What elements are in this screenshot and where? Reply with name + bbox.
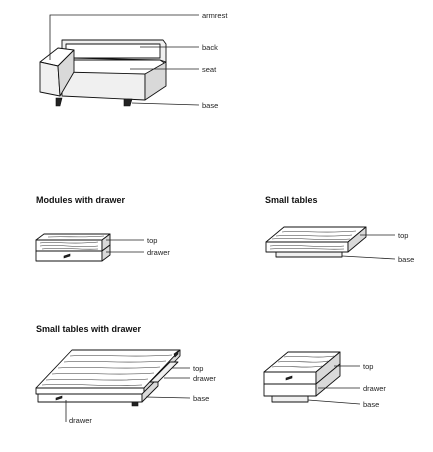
label-module-top: top xyxy=(147,236,157,245)
small-drawer-table-base xyxy=(271,395,309,403)
sofa-seat-side xyxy=(144,61,167,101)
large-table-drawer-right xyxy=(149,361,179,383)
label-large-drawer-right: drawer xyxy=(193,374,216,383)
sofa-armrest-front xyxy=(39,61,61,97)
small-drawer-table-wood-grain xyxy=(271,355,335,368)
large-table-wood-grain xyxy=(41,354,173,386)
label-armrest: armrest xyxy=(202,11,228,20)
heading-small-tables-with-drawer: Small tables with drawer xyxy=(36,324,142,334)
sofa-armrest-side xyxy=(57,49,75,97)
heading-modules-with-drawer: Modules with drawer xyxy=(36,195,126,205)
leader-base xyxy=(131,102,200,106)
label-base: base xyxy=(202,101,218,110)
large-table-drawer-bottom-handle xyxy=(55,395,63,401)
module-drawer-handle xyxy=(63,253,71,259)
label-large-drawer-bottom: drawer xyxy=(69,416,92,425)
small-table-drawing xyxy=(265,226,367,258)
sofa-back-front xyxy=(65,43,161,59)
label-seat: seat xyxy=(202,65,217,74)
label-small-table-top: top xyxy=(398,231,408,240)
sofa-base-leg-left xyxy=(55,97,63,107)
small-table-top-side xyxy=(347,226,367,253)
leader-small-table-base xyxy=(341,255,396,260)
small-table-base xyxy=(275,251,343,258)
label-back: back xyxy=(202,43,218,52)
heading-small-tables: Small tables xyxy=(265,195,318,205)
sofa-base-leg-right xyxy=(123,98,133,107)
label-small-table-base: base xyxy=(398,255,414,264)
module-drawer-side xyxy=(101,244,111,262)
large-table-leg xyxy=(131,401,139,407)
sofa-drawing xyxy=(39,39,167,107)
module-wood-grain xyxy=(39,235,105,250)
large-table-base-front xyxy=(37,393,143,403)
large-table-base-side xyxy=(141,377,159,403)
label-small-drawer-base: base xyxy=(363,400,379,409)
leader-large-base xyxy=(145,396,191,399)
leader-small-drawer-base xyxy=(307,399,361,405)
large-table-drawer-right-handle xyxy=(173,350,179,358)
small-table-wood-grain xyxy=(269,230,357,250)
sofa-seat-front xyxy=(61,71,146,101)
small-drawer-table-drawer-front xyxy=(263,383,317,397)
label-large-top: top xyxy=(193,364,203,373)
leader-armrest xyxy=(49,14,199,60)
label-large-base: base xyxy=(193,394,209,403)
large-table-with-drawer-drawing xyxy=(35,349,181,407)
small-drawer-table-handle xyxy=(285,375,293,381)
large-table-top-front xyxy=(35,387,145,395)
label-module-drawer: drawer xyxy=(147,248,170,257)
label-small-drawer-top: top xyxy=(363,362,373,371)
small-table-top-front xyxy=(265,241,349,253)
module-with-drawer-drawing xyxy=(35,233,111,262)
label-small-drawer-drawer: drawer xyxy=(363,384,386,393)
small-table-with-drawer-drawing xyxy=(263,351,341,403)
